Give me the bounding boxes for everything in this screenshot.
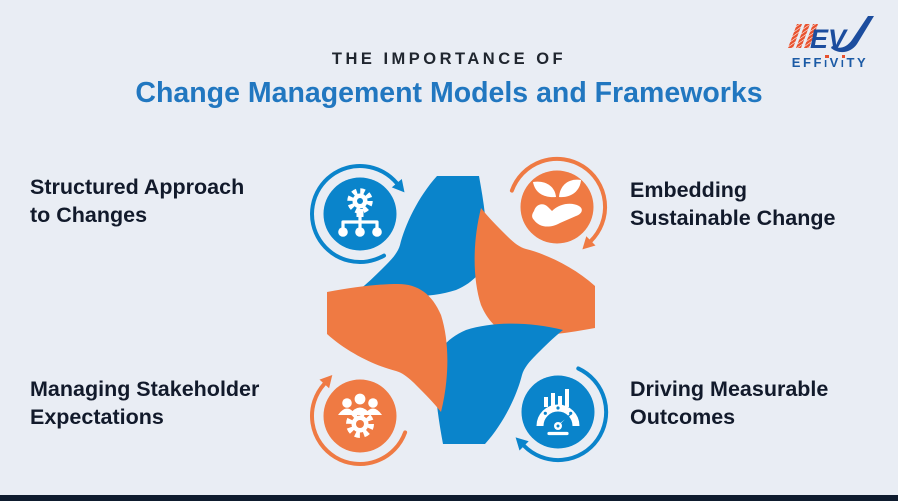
people-gear-icon	[338, 393, 382, 438]
logo-wordmark: EFFIVITY	[778, 54, 882, 70]
arrowhead-icon	[582, 236, 596, 250]
eyebrow-title: THE IMPORTANCE OF	[331, 50, 567, 68]
brand-segment-dotted-i: I	[840, 54, 847, 70]
brand-segment-dotted-i: I	[824, 54, 830, 70]
label-line: Managing Stakeholder	[30, 377, 260, 401]
brand-segment: EFF	[791, 55, 825, 70]
cycle-arrow-icon	[310, 381, 408, 466]
gauge-chart-icon	[536, 389, 580, 436]
label-line: Outcomes	[630, 404, 736, 429]
label-line: Driving Measurable	[630, 377, 829, 401]
label-line: Sustainable Change	[630, 205, 836, 230]
arrowhead-icon	[391, 179, 405, 193]
label-line: to Changes	[30, 202, 148, 227]
brand-segment: TY	[846, 55, 869, 70]
cycle-arrow-icon	[522, 366, 609, 463]
logo-check-icon	[831, 16, 874, 53]
arrowhead-icon	[319, 375, 333, 389]
label-stakeholder-expectations: Managing Stakeholder Expectations	[30, 376, 259, 431]
logo-stripes-icon	[788, 24, 818, 48]
effivity-logo-mark: EV	[788, 16, 874, 54]
label-line: Structured Approach	[30, 175, 245, 199]
node-measurable-outcomes	[515, 366, 609, 463]
page-title: Change Management Models and Frameworks	[135, 77, 763, 109]
label-sustainable-change: Embedding Sustainable Change	[630, 177, 836, 232]
label-structured-approach: Structured Approach to Changes	[30, 174, 244, 229]
icon-circle	[520, 170, 594, 244]
node-sustainable-change	[509, 156, 608, 250]
footer-accent-bar	[0, 495, 898, 501]
cycle-arrow-icon	[310, 164, 399, 264]
node-stakeholder-expectations	[310, 375, 408, 466]
hand-leaf-icon	[532, 179, 582, 227]
label-line: Expectations	[30, 404, 164, 429]
label-line: Embedding	[630, 178, 748, 202]
arrowhead-icon	[515, 437, 529, 451]
gear-hierarchy-icon	[338, 188, 382, 237]
effivity-logo: EV EFFIVITY	[778, 12, 882, 70]
icon-circle	[521, 375, 595, 449]
brand-segment: V	[829, 55, 841, 70]
cycle-arrow-icon	[509, 156, 608, 243]
node-structured-approach	[310, 164, 405, 264]
label-measurable-outcomes: Driving Measurable Outcomes	[630, 376, 828, 431]
